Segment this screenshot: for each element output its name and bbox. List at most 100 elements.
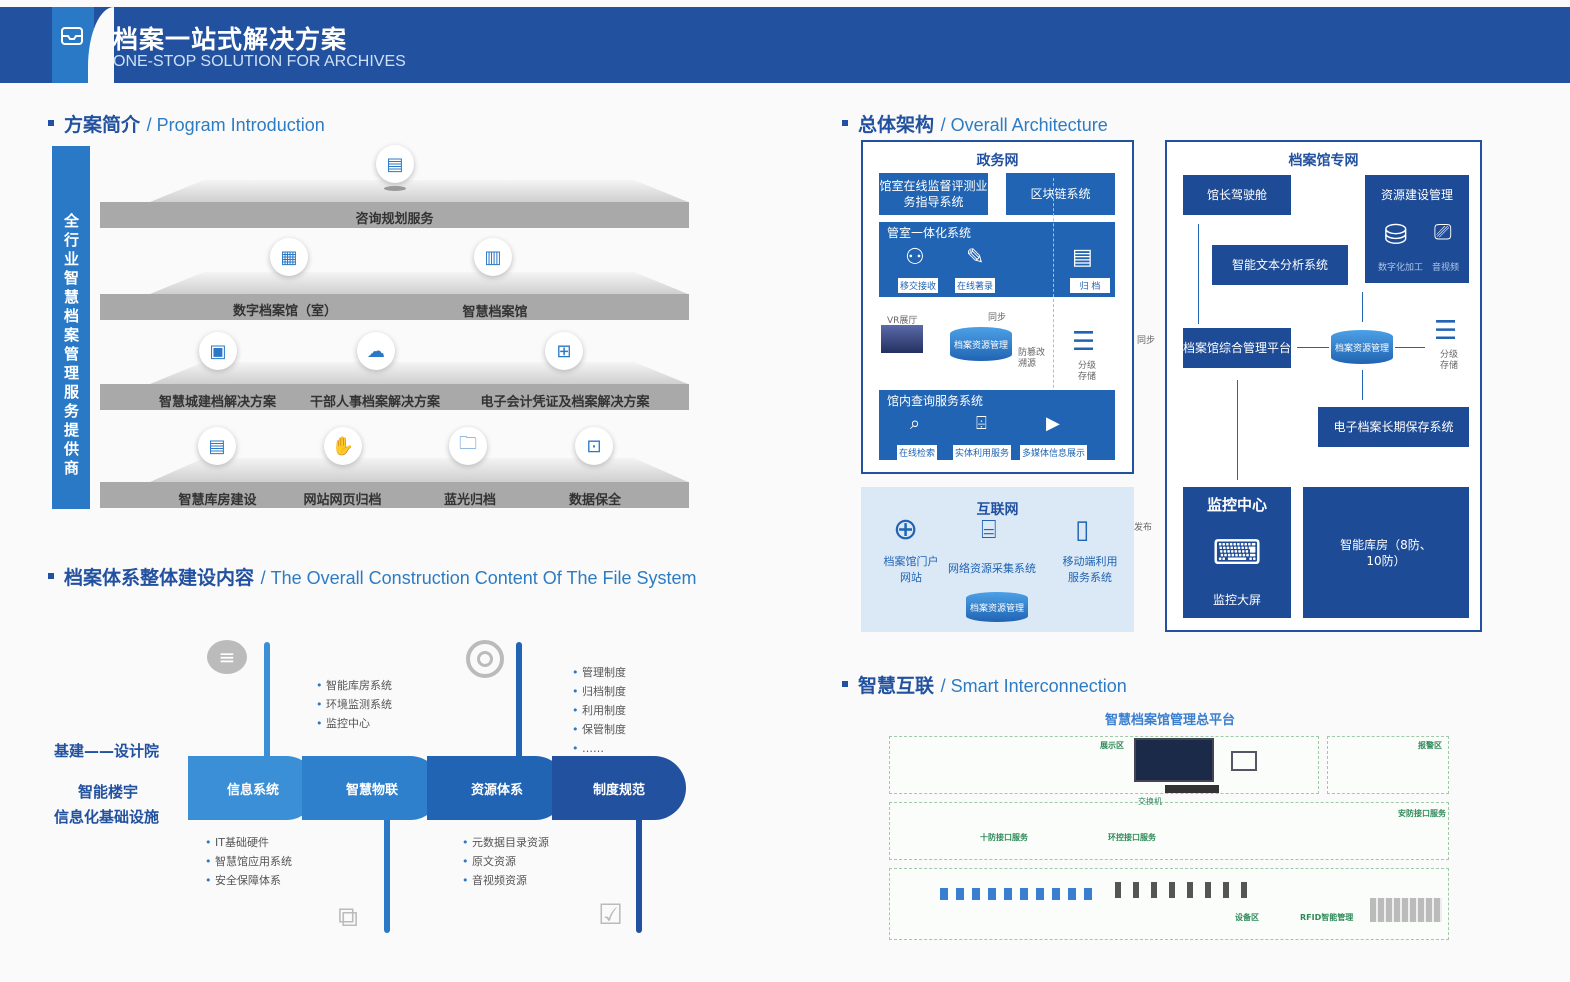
search-doc-icon: ⌕ <box>910 413 921 434</box>
alarm-zone <box>1327 736 1449 794</box>
gov-blockchain: 区块链系统 <box>1006 173 1115 215</box>
rfid-shelves <box>1370 898 1442 922</box>
edit-doc-icon: ✎ <box>966 245 985 270</box>
device-zone <box>889 868 1449 940</box>
cloud-database-icon: ☁ <box>357 332 395 370</box>
network-switch <box>1165 785 1219 793</box>
level-1-band <box>100 202 689 228</box>
connector-line <box>264 642 270 762</box>
arrow-line <box>1395 347 1425 348</box>
display-screen <box>1134 738 1214 782</box>
resource-list: 元数据目录资源原文资源音视频资源 <box>462 833 549 890</box>
internet-title: 互联网 <box>976 502 1019 518</box>
rfid-label: RFID智能管理 <box>1300 913 1354 922</box>
chain-rules: 制度规范 <box>552 756 686 820</box>
smart-diagram-title: 智慧档案馆管理总平台 <box>1105 713 1236 728</box>
service-warehouse: 智慧库房建设 <box>178 493 257 508</box>
chain-info-system: 信息系统 <box>188 756 318 820</box>
lock-folder-icon: 🗀 <box>449 427 487 465</box>
level-3-top <box>150 362 688 384</box>
intro-heading: 方案简介 / Program Introduction <box>48 110 325 137</box>
service-consulting: 咨询规划服务 <box>355 212 434 227</box>
server-rack-icon: ☰ <box>1434 316 1458 346</box>
list-item: IT基础硬件 <box>205 833 292 852</box>
alarm-zone-label: 报警区 <box>1418 741 1442 750</box>
display-zone <box>889 736 1319 794</box>
digitize-label: 数字化加工 <box>1378 263 1424 273</box>
database-icon: ⛁ <box>1384 218 1408 251</box>
anti-tamper-label: 防篡改溯源 <box>1018 348 1046 369</box>
switch-label: 交换机 <box>1138 797 1162 806</box>
portal-label: 档案馆门户网站 <box>883 555 939 584</box>
env-control-label: 环控接口服务 <box>1108 833 1156 842</box>
list-item: 保管制度 <box>572 720 626 739</box>
list-item: 利用制度 <box>572 701 626 720</box>
mobile-icon: ▯ <box>1075 515 1090 545</box>
monitor-screen-icon: ⌨ <box>1212 532 1262 573</box>
system-heading: 档案体系整体建设内容 / The Overall Construction Co… <box>48 563 696 590</box>
factory-icon: ▥ <box>474 238 512 276</box>
smart-warehouse: 智能库房（8防、10防） <box>1303 487 1469 618</box>
chat-icon: ▤ <box>376 145 414 183</box>
monitor-icon <box>1231 751 1257 771</box>
list-item: 智慧馆应用系统 <box>205 852 292 871</box>
service-accounting-archive: 电子会计凭证及档案解决方案 <box>480 395 650 410</box>
service-bluray: 蓝光归档 <box>443 493 496 508</box>
list-item: 管理制度 <box>572 663 626 682</box>
monitoring-center: 监控中心 ⌨ 监控大屏 <box>1183 487 1291 618</box>
list-item: …… <box>572 739 626 758</box>
level-2-band <box>100 294 689 320</box>
service-digital-archive: 数字档案馆（室） <box>232 304 337 319</box>
page-title: 档案一站式解决方案 <box>113 25 348 54</box>
iot-list: 智能库房系统环境监测系统监控中心 <box>316 676 392 733</box>
vr-thumbnail <box>881 325 923 353</box>
list-item: 监控中心 <box>316 714 392 733</box>
arrow-line <box>1198 224 1199 324</box>
display-zone-label: 展示区 <box>1100 741 1124 750</box>
user-transfer-icon: ⚇ <box>905 245 925 270</box>
list-item: 元数据目录资源 <box>462 833 549 852</box>
list-item: 音视频资源 <box>462 871 549 890</box>
network-icon: ⊞ <box>545 332 583 370</box>
level-3-band <box>100 384 689 410</box>
connector-line <box>516 642 522 762</box>
gov-archive: 归 档 <box>1070 278 1110 293</box>
service-data-preservation: 数据保全 <box>568 493 621 508</box>
gov-integration-label: 管室一体化系统 <box>887 226 972 240</box>
monitoring-screen-label: 监控大屏 <box>1212 593 1261 607</box>
page-subtitle: ONE-STOP SOLUTION FOR ARCHIVES <box>113 53 406 70</box>
storage-label: 分级存储 <box>1078 361 1097 382</box>
level-2-top <box>150 272 688 294</box>
intro-side-label: 全行业智慧档案管理服务提供商 <box>52 146 90 509</box>
list-item: 归档制度 <box>572 682 626 701</box>
level-4-band <box>100 482 689 508</box>
smart-heading: 智慧互联 / Smart Interconnection <box>842 671 1127 698</box>
globe-icon: ⊕ <box>893 512 919 547</box>
arrow-line <box>1362 370 1363 400</box>
mobile-label: 移动端利用服务系统 <box>1062 555 1118 584</box>
gov-search: 在线检索 <box>897 445 938 460</box>
chain-iot: 智慧物联 <box>302 756 442 820</box>
building-icon: ▦ <box>270 238 308 276</box>
server-rack-icon: ☰ <box>1072 327 1096 357</box>
publish-label: 发布 <box>1134 523 1153 533</box>
ten-prevention-label: 十防接口服务 <box>980 833 1028 842</box>
resource-management-label: 资源建设管理 <box>1380 188 1453 202</box>
layers-icon: ⧉ <box>338 900 358 933</box>
list-item: 安全保障体系 <box>205 871 292 890</box>
av-label: 音视频 <box>1432 263 1460 273</box>
play-icon: ▶ <box>1046 413 1060 434</box>
icon-shadow <box>384 186 406 191</box>
inbox-icon <box>60 25 84 52</box>
left-label-1: 基建——设计院 <box>54 742 160 760</box>
arrow-line <box>1362 292 1363 322</box>
checklist-icon: ☑ <box>598 898 624 931</box>
device-zone-label: 设备区 <box>1235 913 1259 922</box>
gov-catalog: 在线著录 <box>955 278 996 293</box>
header-banner <box>0 7 1570 83</box>
chat-bubble-icon: ≡ <box>207 640 247 674</box>
network-collect-icon: ⌸ <box>981 515 997 545</box>
service-web-archive: 网站网页归档 <box>303 493 382 508</box>
list-item: 原文资源 <box>462 852 549 871</box>
left-label-3: 信息化基础设施 <box>54 808 160 826</box>
